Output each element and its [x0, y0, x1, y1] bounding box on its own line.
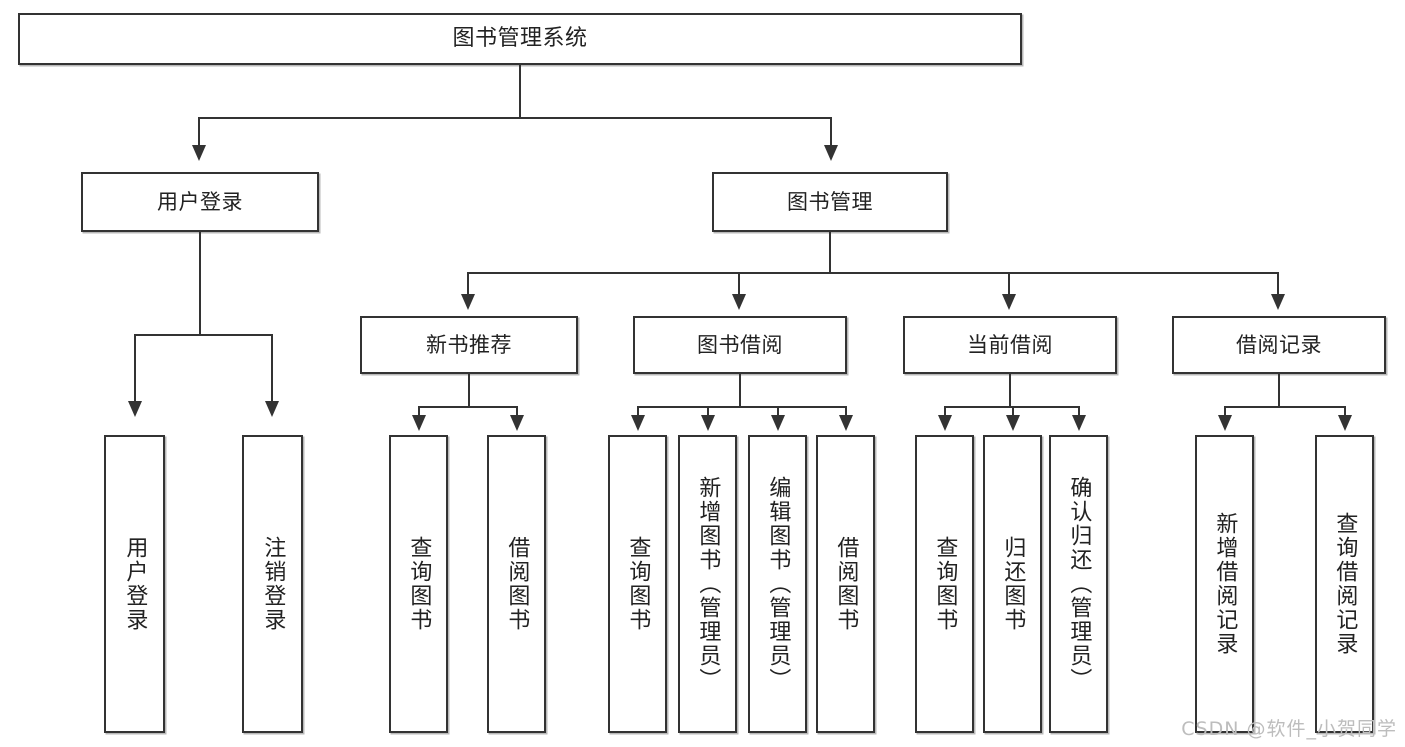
edge-book-borrow-stem [739, 374, 741, 408]
leaf-add-book-admin[interactable]: 新增图书（管理员） [678, 435, 737, 733]
leaf-confirm-return-admin[interactable]: 确认归还（管理员） [1049, 435, 1108, 733]
node-root-system[interactable]: 图书管理系统 [18, 13, 1022, 65]
arrow-to-logout-leaf [265, 401, 279, 417]
leaf-user-login[interactable]: 用户登录 [104, 435, 165, 733]
arrow-to-borrow-book [732, 294, 746, 310]
arrow-new-book-leaf-0 [412, 415, 426, 431]
edge-current-borrow-bus [944, 406, 1079, 408]
leaf-edit-book-admin[interactable]: 编辑图书（管理员） [748, 435, 807, 733]
node-label: 新书推荐 [426, 332, 512, 357]
edge-borrow-record-bus [1224, 406, 1346, 408]
arrow-book-borrow-leaf-3 [839, 415, 853, 431]
edge-book-borrow-bus [637, 406, 847, 408]
node-label: 编辑图书（管理员） [765, 476, 791, 692]
edge-book-borrow-to-leaf-1 [707, 406, 709, 418]
arrow-borrow-record-leaf-0 [1218, 415, 1232, 431]
edge-borrow-record-stem [1278, 374, 1280, 408]
edge-to-current-borrow [1008, 272, 1010, 296]
arrow-borrow-record-leaf-1 [1338, 415, 1352, 431]
node-label: 图书管理 [787, 189, 873, 214]
arrow-book-borrow-leaf-2 [771, 415, 785, 431]
edge-current-borrow-stem [1009, 374, 1011, 408]
node-label: 借阅记录 [1236, 332, 1322, 357]
arrow-current-borrow-leaf-2 [1072, 415, 1086, 431]
leaf-query-book-borrow[interactable]: 查询图书 [608, 435, 667, 733]
node-label: 查询图书 [932, 536, 958, 632]
edge-to-new-book [467, 272, 469, 296]
arrow-book-borrow-leaf-1 [701, 415, 715, 431]
edge-user-login-to-leaf-0 [134, 334, 136, 403]
edge-current-borrow-to-leaf-0 [944, 406, 946, 418]
arrow-to-book-mgmt [824, 145, 838, 161]
edge-new-book-stem [468, 374, 470, 408]
node-label: 查询图书 [406, 536, 432, 632]
node-label: 当前借阅 [967, 332, 1053, 357]
arrow-to-user-login-leaf [128, 401, 142, 417]
node-current-borrow[interactable]: 当前借阅 [903, 316, 1117, 374]
edge-user-login-to-leaf-1 [271, 334, 273, 403]
leaf-borrow-book[interactable]: 借阅图书 [816, 435, 875, 733]
arrow-current-borrow-leaf-0 [938, 415, 952, 431]
arrow-to-user-login [192, 145, 206, 161]
edge-book-borrow-to-leaf-0 [637, 406, 639, 418]
edge-new-book-to-leaf-1 [516, 406, 518, 418]
edge-current-borrow-to-leaf-2 [1078, 406, 1080, 418]
node-label: 归还图书 [1000, 536, 1026, 632]
watermark: CSDN @软件_小贺同学 [1181, 718, 1397, 740]
edge-current-borrow-to-leaf-1 [1012, 406, 1014, 418]
arrow-current-borrow-leaf-1 [1006, 415, 1020, 431]
node-label: 借阅图书 [833, 536, 859, 632]
leaf-borrow-book-recommend[interactable]: 借阅图书 [487, 435, 546, 733]
node-label: 图书管理系统 [452, 26, 588, 52]
edge-root-to-user-login [198, 117, 200, 147]
node-new-book-recommend[interactable]: 新书推荐 [360, 316, 578, 374]
edge-borrow-record-to-leaf-0 [1224, 406, 1226, 418]
node-label: 借阅图书 [504, 536, 530, 632]
node-label: 用户登录 [122, 536, 148, 632]
node-label: 新增借阅记录 [1212, 512, 1238, 656]
leaf-query-book-current[interactable]: 查询图书 [915, 435, 974, 733]
edge-user-login-bus [134, 334, 272, 336]
node-borrow-record[interactable]: 借阅记录 [1172, 316, 1386, 374]
node-book-management[interactable]: 图书管理 [712, 172, 948, 232]
arrow-new-book-leaf-1 [510, 415, 524, 431]
node-label: 新增图书（管理员） [695, 476, 721, 692]
leaf-add-borrow-record[interactable]: 新增借阅记录 [1195, 435, 1254, 733]
edge-book-borrow-to-leaf-2 [777, 406, 779, 418]
edge-to-borrow-record [1277, 272, 1279, 296]
node-label: 图书借阅 [697, 332, 783, 357]
edge-root-to-book-mgmt [830, 117, 832, 147]
node-label: 确认归还（管理员） [1066, 476, 1092, 692]
node-label: 查询借阅记录 [1332, 512, 1358, 656]
edge-root-stem [519, 65, 521, 118]
edge-book-mgmt-stem [829, 232, 831, 274]
node-label: 用户登录 [157, 189, 243, 214]
edge-to-borrow-book [738, 272, 740, 296]
edge-user-login-stem [199, 232, 201, 336]
node-label: 查询图书 [625, 536, 651, 632]
leaf-return-book[interactable]: 归还图书 [983, 435, 1042, 733]
leaf-query-book-recommend[interactable]: 查询图书 [389, 435, 448, 733]
leaf-logout[interactable]: 注销登录 [242, 435, 303, 733]
edge-book-borrow-to-leaf-3 [845, 406, 847, 418]
arrow-book-borrow-leaf-0 [631, 415, 645, 431]
leaf-query-borrow-record[interactable]: 查询借阅记录 [1315, 435, 1374, 733]
edge-new-book-to-leaf-0 [418, 406, 420, 418]
node-user-login[interactable]: 用户登录 [81, 172, 319, 232]
edge-root-bus [198, 117, 832, 119]
arrow-to-new-book [461, 294, 475, 310]
edge-new-book-bus [418, 406, 518, 408]
arrow-to-current-borrow [1002, 294, 1016, 310]
arrow-to-borrow-record [1271, 294, 1285, 310]
edge-borrow-record-to-leaf-1 [1344, 406, 1346, 418]
node-label: 注销登录 [260, 536, 286, 632]
node-book-borrow[interactable]: 图书借阅 [633, 316, 847, 374]
edge-book-mgmt-bus [467, 272, 1278, 274]
